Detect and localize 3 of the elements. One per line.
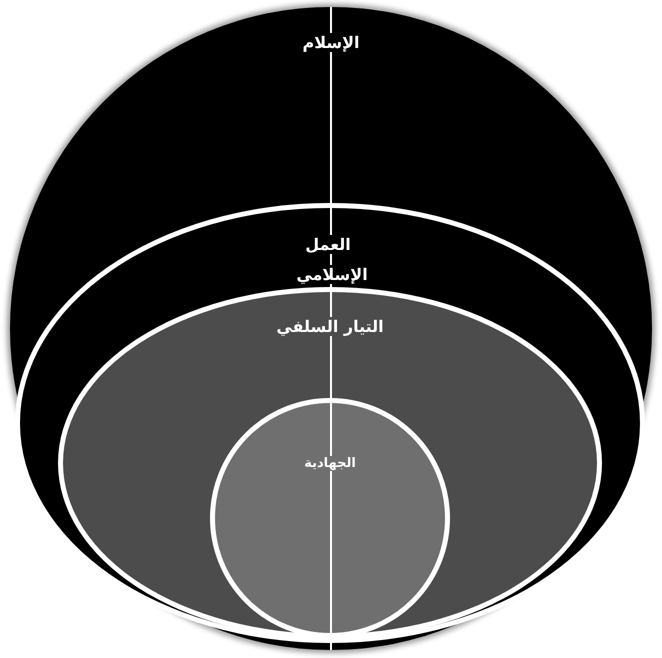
circle-label: التيار السلفي [230,312,430,342]
circle-label: الإسلام [231,28,431,58]
circle-label: الجهادية [230,452,430,477]
